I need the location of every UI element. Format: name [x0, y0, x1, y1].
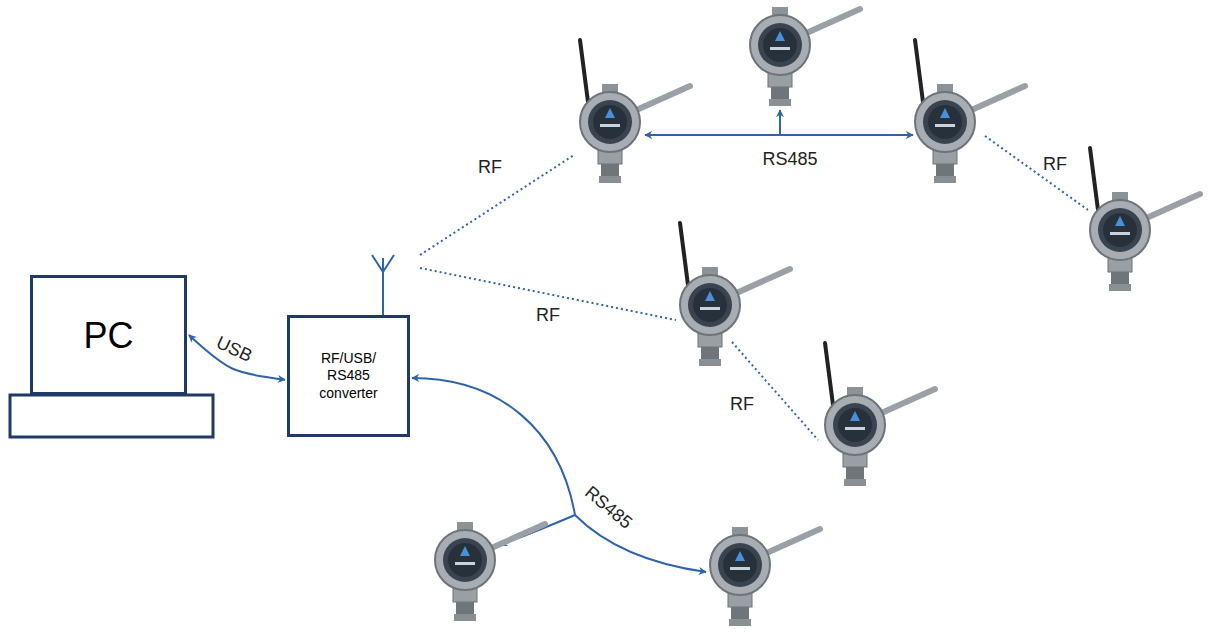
rf-link	[420, 136, 1088, 440]
wireless-sensor	[915, 40, 1025, 183]
link-label: RF	[728, 395, 756, 415]
link-label: RF	[1041, 155, 1069, 175]
link-label: RF	[534, 306, 562, 326]
wireless-sensor	[580, 40, 690, 183]
node-label: PC	[83, 313, 133, 358]
wireless-sensor	[1090, 148, 1200, 291]
antenna	[372, 255, 394, 315]
converter-box: RF/USB/ RS485 converter	[287, 315, 410, 437]
link-label: RS485	[579, 481, 637, 534]
sensor	[710, 527, 820, 626]
link-label: USB	[211, 333, 257, 368]
sensor	[435, 522, 545, 621]
wireless-sensor	[680, 223, 790, 366]
pc-base	[10, 395, 213, 437]
rs485-wire	[412, 110, 913, 572]
link-label: RS485	[760, 150, 819, 170]
wireless-sensor	[825, 343, 935, 486]
computer-screen: PC	[30, 275, 187, 395]
node-label: RF/USB/ RS485 converter	[309, 350, 389, 403]
sensor	[750, 7, 860, 106]
link-label: RF	[476, 158, 504, 178]
